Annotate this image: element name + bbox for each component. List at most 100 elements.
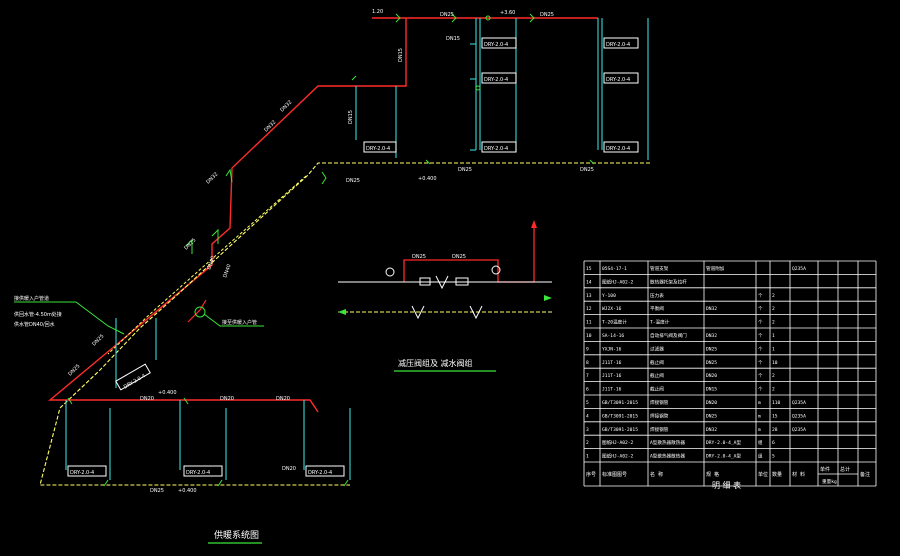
radiator-label: DRY-2.0-4 xyxy=(308,470,332,476)
table-cell: 图纸HJ-A02-2 xyxy=(602,453,634,460)
leader-line-mid xyxy=(203,313,264,327)
supply-branch-left xyxy=(187,299,207,323)
table-cell: 1 xyxy=(772,346,775,352)
table-cell: 2 xyxy=(772,387,775,393)
table-cell: 焊接钢管 xyxy=(650,426,669,433)
table-cell: DN32 xyxy=(706,306,717,312)
table-cell: WJ2X-16 xyxy=(602,306,622,312)
table-cell: 10 xyxy=(586,333,592,339)
table-header-cell: 名 称 xyxy=(650,471,663,478)
table-cell: 管道支架 xyxy=(650,265,669,272)
table-cell: DN25 xyxy=(706,360,717,366)
table-cell: 3 xyxy=(586,427,589,433)
radiator-label: DRY-2.0-4 xyxy=(123,373,147,390)
table-cell: Q235A xyxy=(792,427,806,433)
pipe-tag: DN15 xyxy=(446,36,460,42)
note-line: 供水管DN40/回水 xyxy=(14,321,55,328)
note-line: 供回水管-4.50m处接 xyxy=(14,311,62,318)
table-cell: 个 xyxy=(758,360,763,366)
radiator-label: DRY-2.0-4 xyxy=(186,470,210,476)
table-cell: m xyxy=(758,428,761,433)
table-cell: 2 xyxy=(772,373,775,379)
table-cell: GB/T3091-2015 xyxy=(602,427,638,433)
table-cell: 4 xyxy=(586,413,589,419)
radiator-label: DRY-2.0-4 xyxy=(366,146,390,152)
table-header-cell: 单位 xyxy=(758,471,768,478)
pipe-tag: DN25 xyxy=(540,12,554,18)
pipe-tag: +0.400 xyxy=(158,390,177,396)
pipe-tag: DN20 xyxy=(282,466,296,472)
table-cell: T-20温度计 xyxy=(602,319,627,326)
table-cell: 图纸HJ-A02-2 xyxy=(602,439,634,446)
table-cell: DRY-2.0-4_A型 xyxy=(706,453,741,460)
table-cell: DN20 xyxy=(706,373,717,379)
table-cell: 自动排气阀及阀门 xyxy=(650,332,687,339)
return-diag-secondary xyxy=(107,175,307,355)
table-cell: J11T-16 xyxy=(602,360,622,366)
table-cell: 个 xyxy=(758,333,763,339)
pipe-tag: DN32 xyxy=(205,171,219,185)
table-cell: 个 xyxy=(758,346,763,352)
pipe-tag: +3.60 xyxy=(500,10,515,16)
table-cell: GB/T3091-2015 xyxy=(602,413,638,419)
pipe-tag: 1.20 xyxy=(372,9,383,15)
table-cell: DN32 xyxy=(706,427,717,433)
table-cell: 2 xyxy=(772,293,775,299)
table-cell: 平衡阀 xyxy=(650,305,664,312)
pipe-tag: DN25 xyxy=(91,333,105,347)
pipe-tag: +0.400 xyxy=(418,176,437,182)
radiator-label: DRY-2.0-4 xyxy=(484,42,508,48)
supply-riser-top xyxy=(48,18,407,413)
leader-note-mid: 接至供暖入户管 xyxy=(222,319,257,326)
table-cell: 管道附加 xyxy=(706,265,725,272)
leader-line-left xyxy=(14,301,125,335)
table-cell: 截止阀 xyxy=(650,359,664,366)
table-cell: 个 xyxy=(758,373,763,379)
table-cell: 过滤器 xyxy=(650,345,664,352)
table-cell: T-温度计 xyxy=(650,319,670,326)
vg-tag-b: DN25 xyxy=(452,254,466,260)
pipe-tag: DN20 xyxy=(140,396,154,402)
table-cell: 10 xyxy=(772,360,778,366)
radiator-label: DRY-2.0-4 xyxy=(484,77,508,83)
table-cell: 组 xyxy=(758,453,763,460)
table-header-cell: 序号 xyxy=(586,471,596,478)
table-cell: 散热器托架及拉杆 xyxy=(650,278,687,285)
table-cell: DN25 xyxy=(706,346,717,352)
table-cell: 焊接钢管 xyxy=(650,399,669,406)
leader-note-left: 接供暖入户管道 供回水管-4.50m处接 供水管DN40/回水 xyxy=(14,295,62,328)
table-cell: 焊接钢管 xyxy=(650,412,669,419)
note-line: 接供暖入户管道 xyxy=(14,295,49,302)
vg-arrow-up xyxy=(531,220,537,228)
table-cell: DN15 xyxy=(706,387,717,393)
table-cell: 110 xyxy=(772,400,781,406)
radiator-label: DRY-2.0-4 xyxy=(484,146,508,152)
table-cell: Q235A xyxy=(792,400,806,406)
table-cell: 13 xyxy=(586,293,592,299)
table-cell: 个 xyxy=(758,320,763,326)
table-cell: A型散热器散热器 xyxy=(650,453,685,460)
table-cell: 6 xyxy=(772,440,775,446)
table-cell: 2 xyxy=(772,320,775,326)
table-cell: GB/T3091-2015 xyxy=(602,400,638,406)
vg-tag-a: DN25 xyxy=(412,254,426,260)
table-cell: 图纸HJ-A02-2 xyxy=(602,278,634,285)
radiator-label: DRY-2.0-4 xyxy=(70,470,94,476)
valve-group-detail: DN25 DN25 减压阀组及 减水阀组 xyxy=(338,220,552,372)
table-header-cell: 备注 xyxy=(860,471,870,478)
table-header-cell: 数量 xyxy=(772,471,782,478)
table-cell: m xyxy=(758,414,761,419)
table-cell: 2 xyxy=(586,440,589,446)
pipe-tag: DN25 xyxy=(183,237,197,251)
table-cell: 压力表 xyxy=(650,292,664,299)
pipe-tag: DN40 xyxy=(206,256,216,271)
table-header-cell: 单件 xyxy=(820,466,830,473)
material-table-title: 明 细 表 xyxy=(712,480,741,490)
table-cell: J11T-16 xyxy=(602,387,622,393)
table-cell: Q235A xyxy=(792,413,806,419)
table-cell: 2 xyxy=(772,306,775,312)
valve-group-title: 减压阀组及 减水阀组 xyxy=(398,358,473,368)
table-cell: 5 xyxy=(772,454,775,460)
table-header-cell: 标准图图号 xyxy=(602,471,627,478)
